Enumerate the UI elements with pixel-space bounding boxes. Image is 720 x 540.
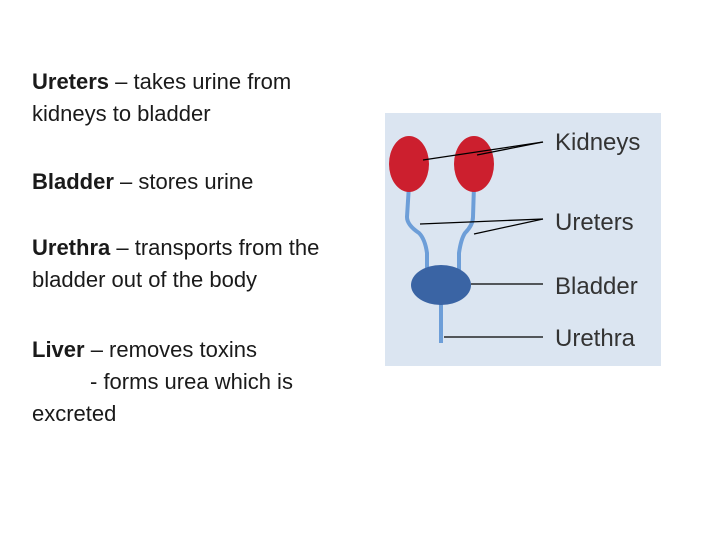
label-kidneys: Kidneys (555, 129, 641, 156)
note-ureters: Ureters – takes urine from kidneys to bl… (32, 66, 362, 130)
note-text: – takes urine from kidneys to bladder (32, 69, 292, 126)
leader-ureter-right (473, 218, 544, 235)
note-text: – transports from the bladder out of the… (32, 235, 320, 292)
kidney-right (454, 136, 494, 192)
note-text: – removes toxins (84, 337, 257, 362)
label-bladder: Bladder (555, 273, 638, 300)
note-term: Ureters (32, 69, 110, 94)
leader-kidney-right (476, 141, 544, 156)
note-term: Liver (32, 337, 85, 362)
diagram-drawing (389, 136, 544, 343)
note-text: – stores urine (113, 169, 254, 194)
leader-ureter-left (419, 218, 544, 225)
label-ureters: Ureters (555, 209, 634, 236)
note-urethra: Urethra – transports from the bladder ou… (32, 232, 362, 296)
label-urethra: Urethra (555, 325, 636, 352)
urinary-system-diagram: Kidneys Ureters Bladder Urethra (385, 113, 661, 366)
note-term: Urethra (32, 235, 111, 260)
bladder-shape (411, 265, 471, 305)
note-bladder: Bladder – stores urine (32, 166, 253, 198)
note-term: Bladder (32, 169, 114, 194)
note-liver: Liver – removes toxins - forms urea which… (32, 334, 362, 430)
ureter-right (457, 184, 476, 273)
kidney-left (389, 136, 429, 192)
leader-kidney-left (422, 141, 544, 161)
ureter-left (404, 184, 429, 273)
note-extra: - forms urea which is excreted (32, 369, 293, 426)
